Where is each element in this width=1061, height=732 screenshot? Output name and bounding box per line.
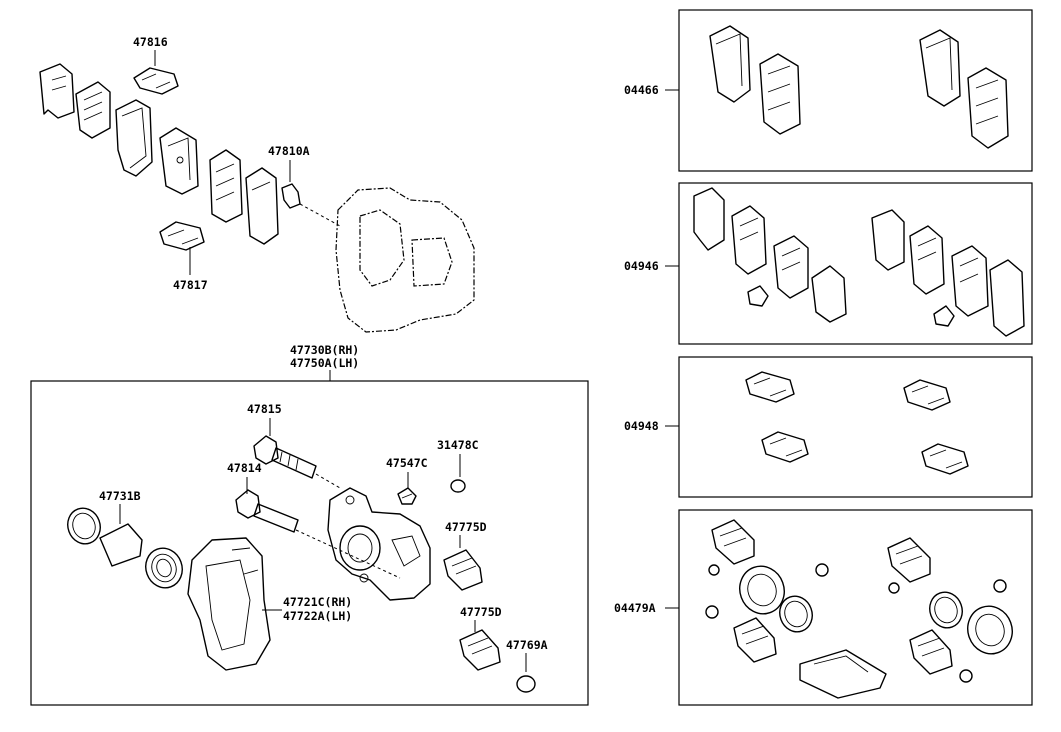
label-47750a-lh: 47750A(LH) xyxy=(290,356,359,370)
label-47814: 47814 xyxy=(227,461,262,475)
kit-04479a-box xyxy=(678,509,1033,706)
guide-pin-boot-upper xyxy=(443,549,483,591)
label-47810a: 47810A xyxy=(268,144,310,158)
label-04946: 04946 xyxy=(624,259,659,273)
label-04948: 04948 xyxy=(624,419,659,433)
brake-pad-set xyxy=(39,63,279,251)
caliper-mounting-bracket xyxy=(187,537,271,671)
pad-shim-outer xyxy=(39,63,75,119)
cylinder-boot xyxy=(145,547,183,589)
kit-04466-box xyxy=(678,9,1033,172)
label-47730b-rh: 47730B(RH) xyxy=(290,343,359,357)
piston-seal xyxy=(67,507,101,545)
group-boxes xyxy=(30,9,1033,706)
bleeder-plug-47547c xyxy=(397,487,417,505)
label-04479a: 04479A xyxy=(614,601,656,615)
brake-pad-outer xyxy=(115,99,153,177)
caliper-bolt-47810a xyxy=(281,183,341,227)
label-47731b: 47731B xyxy=(99,489,141,503)
label-47769a: 47769A xyxy=(506,638,548,652)
leader-lines xyxy=(119,50,679,672)
label-47817: 47817 xyxy=(173,278,208,292)
piston xyxy=(99,523,143,567)
part-labels: 47816 47810A 47817 47730B(RH) 47750A(LH)… xyxy=(99,35,659,652)
label-47775d-upper: 47775D xyxy=(445,520,487,534)
brake-pad-inner xyxy=(159,127,199,195)
kit-04946-box xyxy=(678,182,1033,345)
guide-pin-47815 xyxy=(253,435,341,489)
label-04466: 04466 xyxy=(624,83,659,97)
label-47547c: 47547C xyxy=(386,456,428,470)
bleeder-cap-31478c xyxy=(450,479,466,493)
kit-04948-contents xyxy=(745,371,969,475)
label-47816: 47816 xyxy=(133,35,168,49)
kit-04948-box xyxy=(678,356,1033,498)
grease-packet xyxy=(799,649,887,699)
caliper-cylinder-housing xyxy=(327,487,431,601)
label-47721c-rh: 47721C(RH) xyxy=(283,595,352,609)
label-47775d-lower: 47775D xyxy=(460,605,502,619)
guide-pin-boot-lower xyxy=(459,629,501,671)
dust-cap-47769a xyxy=(516,675,536,693)
caliper-mounting-reference xyxy=(335,187,475,333)
pad-support-plate-upper xyxy=(133,67,179,95)
label-47722a-lh: 47722A(LH) xyxy=(283,609,352,623)
label-47815: 47815 xyxy=(247,402,282,416)
piston-seal-and-piston xyxy=(67,507,183,589)
guide-pin-47814 xyxy=(235,489,401,579)
kit-04466-contents xyxy=(709,25,1009,149)
label-31478c: 31478C xyxy=(437,438,479,452)
kit-04946-contents xyxy=(693,187,1025,337)
kit-04479a-contents xyxy=(705,519,1013,699)
pad-support-plate-lower xyxy=(159,221,205,251)
caliper-assembly-box xyxy=(30,380,589,706)
